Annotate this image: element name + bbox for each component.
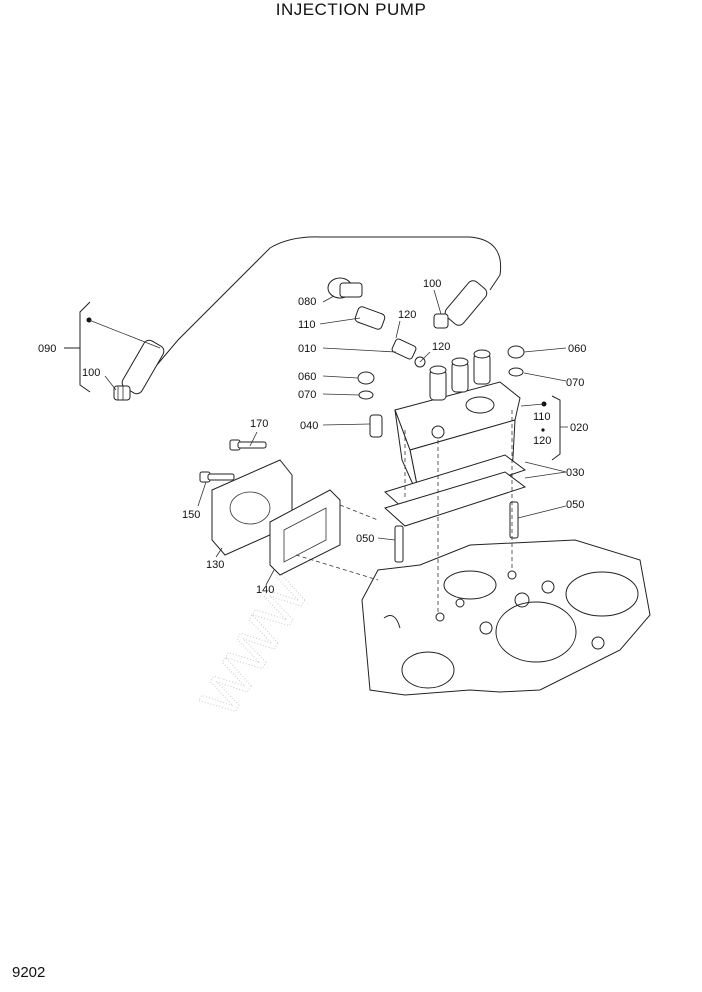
callout-080: 080 [298,296,316,308]
fitting-080 [327,277,363,299]
callout-070-left: 070 [298,389,316,401]
callout-150: 150 [182,509,200,521]
nut-100-left [113,385,131,401]
pipe-sleeve-right [444,280,488,326]
engine-block [361,539,651,696]
nut-060-right [507,345,525,377]
callout-100-left: 100 [82,367,100,379]
gasket-140 [269,489,341,576]
gasket-030 [384,454,527,527]
callout-060-left: 060 [298,371,316,383]
fuel-pipe [139,236,502,386]
stud-050-right [509,501,519,539]
plug-040 [369,414,383,438]
callout-010: 010 [298,343,316,355]
callout-170: 170 [250,418,268,430]
callout-070-right: 070 [566,377,584,389]
bolt-150 [199,471,235,483]
connector-110 [354,306,386,330]
page-title: INJECTION PUMP [275,0,427,19]
callout-030: 030 [566,467,584,479]
callout-050-right: 050 [566,499,584,511]
callout-060-right: 060 [568,343,586,355]
callout-050-left: 050 [356,533,374,545]
callout-100-top: 100 [423,278,441,290]
valve-010 [391,338,426,368]
page-number: 9202 [12,964,46,981]
callout-090: 090 [38,343,56,355]
callout-020: 020 [570,422,588,434]
callout-120-mid: 120 [432,341,450,353]
callout-110-top: 110 [298,319,316,331]
svg-text:www: www [176,558,323,729]
leader-lines [104,289,568,586]
callout-040: 040 [300,420,318,432]
watermark: www [176,557,324,729]
alignment-lines [295,410,513,615]
nut-100-top [433,313,449,329]
callout-120-top: 120 [398,309,416,321]
callout-110-right: 110 [533,411,551,423]
stud-050-left [394,525,404,563]
bolt-170 [229,439,267,451]
callout-120-right: 120 [533,435,551,447]
nut-060-left [357,371,375,400]
callout-130: 130 [206,559,224,571]
callout-140: 140 [256,584,274,596]
